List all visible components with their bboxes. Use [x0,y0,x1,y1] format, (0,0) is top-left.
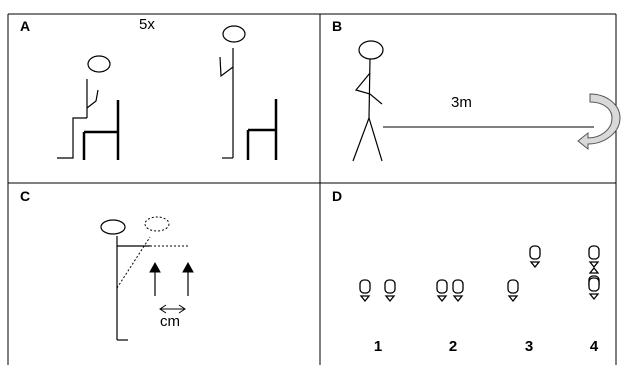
panel-b-caption: 3m [451,94,472,111]
panel-d-letter: D [332,188,343,204]
footprint-icon [588,245,600,269]
footprint-icon [452,279,464,303]
footprint-icon [436,279,448,303]
footprint-icon [507,279,519,303]
panel-b-letter: B [332,18,343,34]
panel-c-letter: C [20,188,31,204]
footprint-icon [359,279,371,303]
panel-c-reach-dotted [116,216,189,289]
panel-d-step-label: 4 [589,338,599,355]
panel-a-chair-sitting [82,100,120,160]
panel-a-sitting-figure [57,55,111,159]
panel-grid [7,13,617,365]
footprint-icon [529,245,541,269]
panel-d-step-label: 3 [524,338,534,355]
footprint-icon [384,279,396,303]
panel-c-reach-figure [100,219,150,341]
panel-d-footprints [359,245,600,303]
panel-b-walking-figure [352,40,384,162]
panel-a-chair-empty [246,99,278,160]
panel-b-turn-arrow-icon [577,93,621,151]
panel-c-up-arrows [149,261,194,296]
panel-a-letter: A [20,18,31,34]
panel-d-step-label: 2 [448,338,458,355]
panel-a-standing-figure [219,25,246,159]
panel-a-caption: 5x [139,16,155,33]
panel-c-caption: cm [160,313,180,330]
panel-d-step-label: 1 [373,338,383,355]
panel-c-cm-double-arrow [159,304,186,314]
footprint-icon [588,277,600,301]
